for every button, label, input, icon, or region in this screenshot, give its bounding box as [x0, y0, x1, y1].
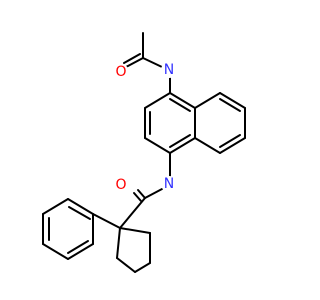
bond-amide-carbonyl-oxygen-double [133, 192, 142, 202]
atom-amide-nitrogen: N [161, 176, 177, 192]
atom-acetyl-oxygen-backdrop [113, 64, 129, 80]
bond-ring-a-4 [169, 137, 196, 154]
bond-phenyl-4 [42, 243, 69, 260]
atom-amide-oxygen-backdrop [113, 177, 129, 193]
atom-acetamido-nitrogen-label: N [164, 62, 174, 78]
bond-ring-a-4-inner [169, 134, 191, 148]
bond-phenyl-2 [42, 198, 69, 215]
bond-carbonyl-oxygen-double [123, 53, 141, 64]
bond-ring-b-5 [194, 137, 221, 154]
atom-amide-nitrogen-backdrop [161, 176, 177, 192]
atom-acetyl-oxygen-label: O [115, 64, 126, 80]
bond-layer [42, 32, 246, 273]
atom-amide-oxygen-label: O [115, 177, 126, 193]
bond-phenyl-1 [67, 198, 94, 215]
bond-ring-b-4 [219, 137, 246, 154]
bond-ring-b-4-inner [219, 134, 241, 148]
bond-cyclopentyl-5 [116, 227, 121, 259]
bond-quaternary-phenyl [92, 213, 121, 229]
bond-phenyl-5-inner [67, 240, 89, 254]
bond-cyclopentyl-1 [119, 227, 151, 234]
bond-ring-b-1 [194, 92, 221, 109]
bond-phenyl-5 [67, 243, 94, 260]
molecule-diagram: O N O N [42, 32, 246, 273]
bond-ring-a-3 [144, 137, 171, 154]
atom-acetamido-nitrogen-backdrop [161, 62, 177, 78]
bond-carbonyl-oxygen [125, 57, 144, 68]
bond-amide-carbonyl-oxygen [137, 189, 146, 199]
bond-ring-a-1 [144, 92, 171, 109]
bond-ring-b-2 [219, 92, 246, 109]
atom-acetyl-oxygen: O [113, 64, 129, 80]
bond-ring-a-6 [169, 92, 196, 109]
bond-ring-a-6-inner [169, 98, 191, 112]
bond-cyclopentyl-4 [116, 257, 136, 273]
atom-amide-oxygen: O [113, 177, 129, 193]
bond-ring-b-2-inner [219, 98, 241, 112]
atom-acetamido-nitrogen: N [161, 62, 177, 78]
structure-canvas: O N O N [42, 32, 246, 273]
bond-carbonyl-nitrogen [142, 57, 163, 68]
bond-cyclopentyl-3 [134, 262, 151, 273]
bond-amide-nitrogen-carbonyl [144, 188, 163, 199]
bond-phenyl-1-inner [68, 206, 91, 220]
atom-amide-nitrogen-label: N [164, 176, 174, 192]
atom-label-layer: O N O N [113, 62, 177, 193]
bond-carbonyl-quaternary [119, 197, 146, 229]
